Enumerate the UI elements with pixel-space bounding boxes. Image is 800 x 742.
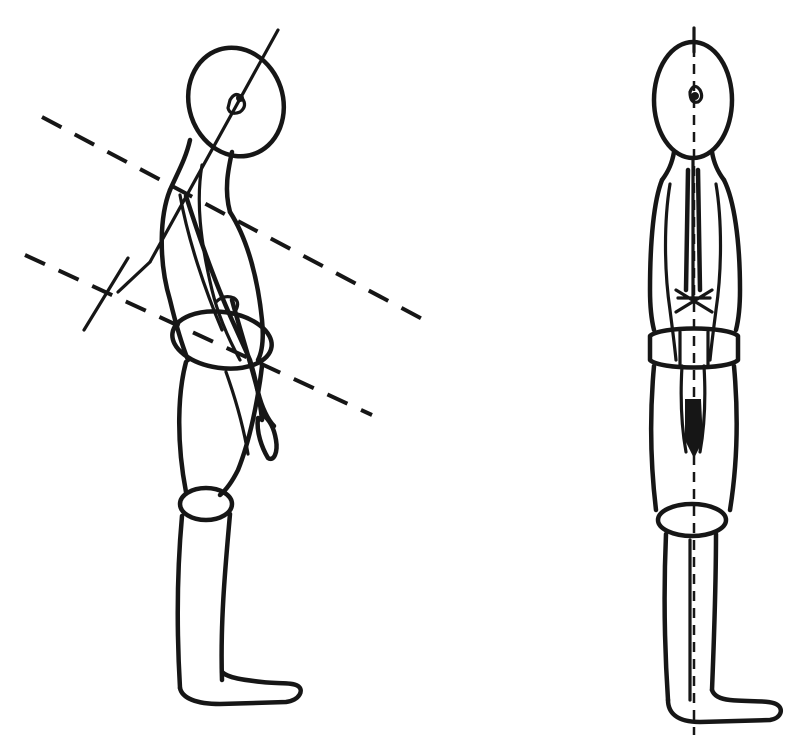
back-torso-left [650, 180, 662, 330]
back-thigh-right [730, 366, 737, 510]
back-view-figure [650, 28, 781, 735]
back-arm-left [666, 184, 677, 360]
side-neck [170, 140, 190, 190]
back-knee [658, 504, 726, 536]
side-spine-line [199, 165, 240, 360]
pelvis-reference-line [25, 255, 372, 415]
tick-line-lower [84, 258, 128, 330]
side-ear-dot [237, 95, 243, 101]
back-torso-right [724, 180, 740, 330]
back-shin-right [712, 534, 716, 690]
back-neck-left [662, 152, 674, 180]
back-foot [668, 690, 781, 722]
side-shin-front [222, 514, 230, 680]
side-shin-back [178, 516, 182, 688]
side-knee [180, 488, 232, 520]
side-foot [180, 672, 301, 704]
back-arm-right [710, 184, 721, 360]
back-neck-right [712, 152, 724, 180]
back-thigh-left [651, 366, 656, 510]
back-ear-dot [692, 93, 698, 99]
side-thigh-back [179, 362, 186, 492]
back-shin-left [665, 534, 668, 700]
side-view-figure [25, 30, 428, 704]
side-thigh-inner [226, 372, 248, 454]
side-torso-front [230, 212, 263, 360]
side-neck-front [227, 152, 232, 212]
side-head [174, 35, 297, 169]
